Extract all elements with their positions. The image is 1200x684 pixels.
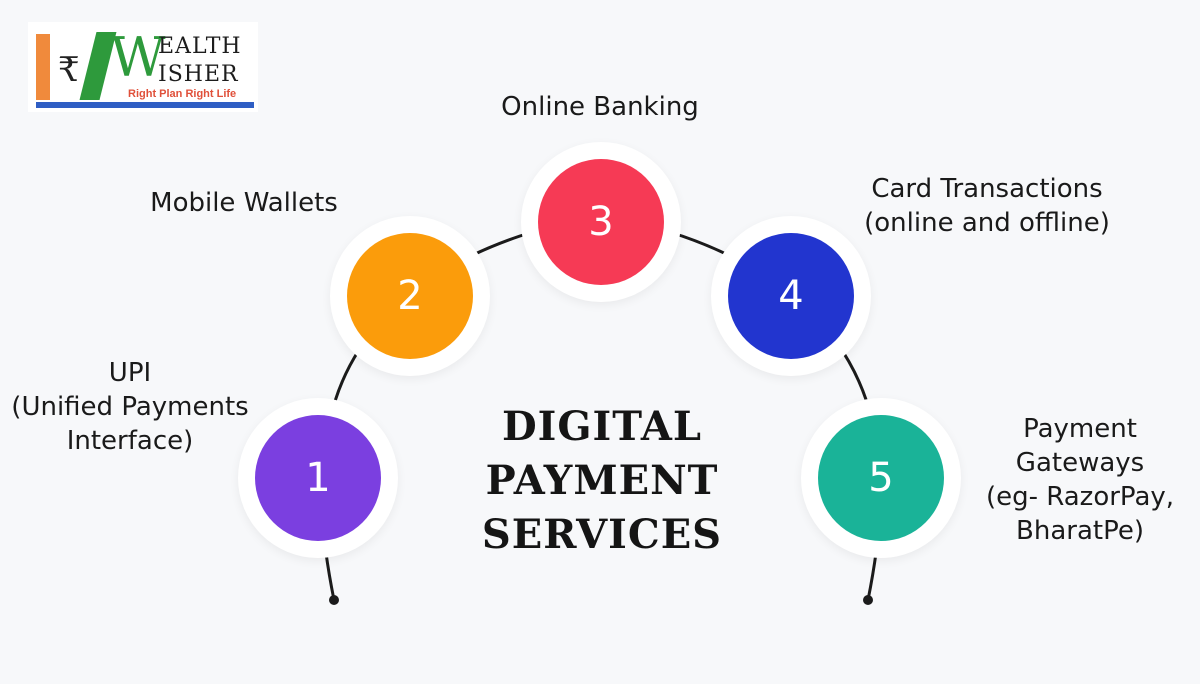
node-1-number: 1 <box>305 455 331 501</box>
node-4-label-line: Card Transactions <box>871 174 1103 204</box>
node-1-label-line: (Unified Payments <box>11 392 249 422</box>
node-2: 2 <box>330 216 490 376</box>
node-5-label-line: Gateways <box>1015 448 1145 478</box>
title-line: DIGITAL <box>501 403 702 450</box>
node-2-label-line: Mobile Wallets <box>150 188 338 218</box>
title-line: SERVICES <box>481 511 723 558</box>
node-1-label-line: Interface) <box>66 426 194 456</box>
logo-blue-bar <box>36 102 254 108</box>
node-3-disc: 3 <box>538 159 664 285</box>
logo-big-letter: W <box>110 26 166 89</box>
node-4-label-line: (online and offline) <box>864 208 1110 238</box>
node-1-label-line: UPI <box>108 358 152 388</box>
rupee-icon: ₹ <box>58 50 80 90</box>
node-2-disc: 2 <box>347 233 473 359</box>
node-3-number: 3 <box>588 199 614 245</box>
diagram-title: DIGITAL PAYMENT SERVICES <box>462 400 742 562</box>
logo-word-line1: EALTH <box>158 34 242 59</box>
node-3-label-line: Online Banking <box>501 92 699 122</box>
logo-tagline: Right Plan Right Life <box>128 88 237 100</box>
node-5-label-line: Payment <box>1023 414 1137 444</box>
title-line: PAYMENT <box>485 457 719 504</box>
arc-end-right-dot <box>863 595 873 605</box>
node-5: 5 <box>801 398 961 558</box>
node-1-label: UPI (Unified Payments Interface) <box>0 356 260 458</box>
node-5-number: 5 <box>868 455 894 501</box>
wealth-wisher-logo: ₹ W EALTH ISHER Right Plan Right Life <box>28 22 258 112</box>
arc-end-left-dot <box>329 595 339 605</box>
node-4: 4 <box>711 216 871 376</box>
logo-orange-bar <box>36 34 50 100</box>
node-1-disc: 1 <box>255 415 381 541</box>
node-4-disc: 4 <box>728 233 854 359</box>
node-2-label: Mobile Wallets <box>104 186 384 220</box>
node-2-number: 2 <box>397 273 423 319</box>
node-5-label: Payment Gateways (eg- RazorPay, BharatPe… <box>962 412 1198 548</box>
node-1: 1 <box>238 398 398 558</box>
node-5-label-line: (eg- RazorPay, <box>985 482 1175 512</box>
logo-word-line2: ISHER <box>158 62 239 87</box>
node-5-disc: 5 <box>818 415 944 541</box>
node-4-number: 4 <box>778 273 804 319</box>
node-3-label: Online Banking <box>450 90 750 124</box>
node-3: 3 <box>521 142 681 302</box>
node-5-label-line: BharatPe) <box>1016 516 1144 546</box>
node-4-label: Card Transactions (online and offline) <box>842 172 1132 240</box>
